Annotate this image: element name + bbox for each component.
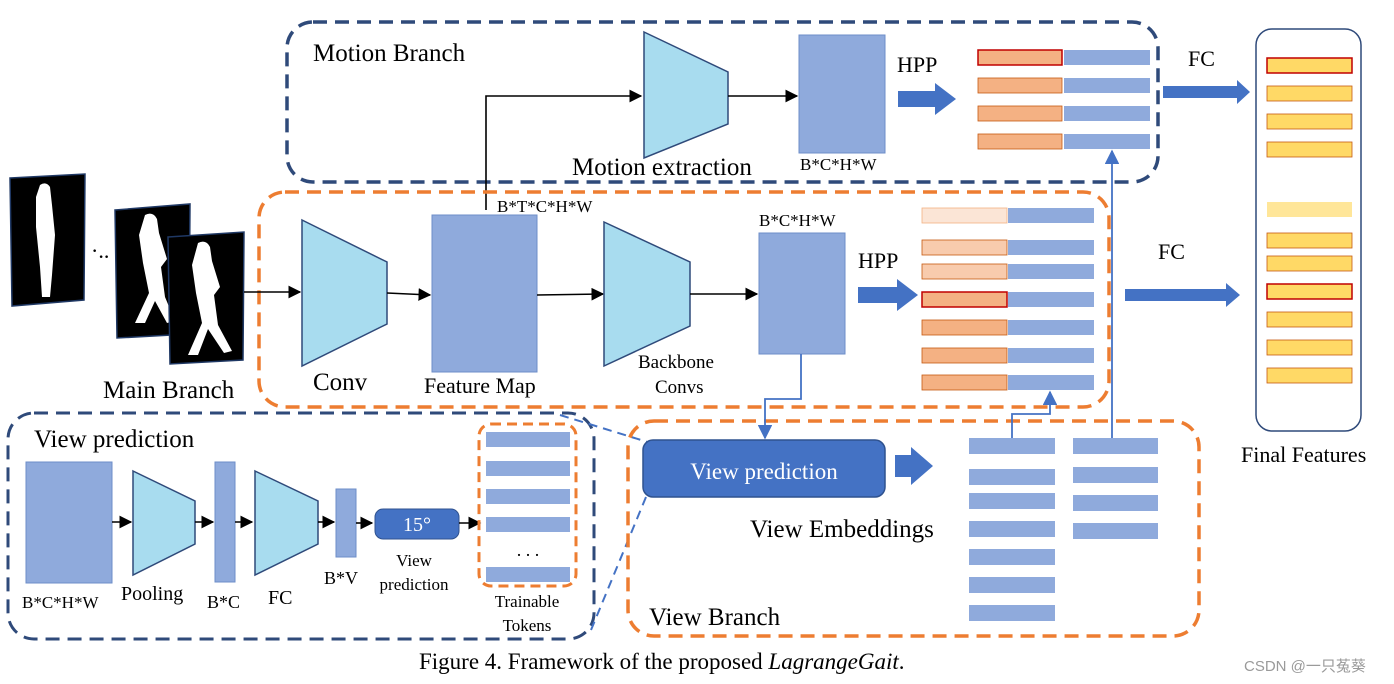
motion-extraction-label: Motion extraction [572,154,752,181]
feature-map-label: Feature Map [424,373,536,398]
view-prediction-button [642,439,886,498]
caption-italic: LagrangeGait [767,649,899,674]
main-hpp-label: HPP [858,248,898,273]
feature-to-motion-arrow [485,89,643,210]
motion-fc-arrow [1163,80,1250,104]
silhouette-ellipsis: ·.. [91,238,109,263]
motion-dim-label: B*C*H*W [800,155,877,174]
bc-label: B*C [207,592,240,612]
main-fc-arrow [1125,283,1240,307]
view-prediction-panel-title: View prediction [34,426,195,453]
embed-to-main-stripes-connector [1011,390,1058,438]
feature-map-block [431,214,538,373]
silhouette-frames: ·.. [9,173,245,365]
bc-block [214,461,236,583]
vp-fc-label: FC [268,587,292,609]
bv-block [335,488,357,558]
main-branch-title: Main Branch [103,377,235,404]
vp-output-label-1: View [396,551,433,570]
motion-hpp-stripes [977,49,1150,150]
final-features-stripes [1266,57,1353,384]
feature-to-backbone-arrow [536,287,605,301]
view-branch-box [626,419,1201,638]
main-hpp-arrow [858,279,918,311]
conv-to-feature-arrow [386,288,432,301]
pooling-trapezoid [132,469,196,577]
view-prediction-button-label: View prediction [690,459,838,484]
caption-suffix: . [899,649,905,674]
view-embeddings-stripes [969,438,1158,621]
zoom-connector-top [559,414,655,445]
trainable-tokens-box [477,422,578,588]
angle-pill [374,508,460,540]
tokens-label-1: Trainable [495,592,560,611]
feature-map-dim: B*T*C*H*W [497,197,593,216]
final-features-box [1255,28,1362,432]
vp-output-label-2: prediction [380,575,449,594]
conv-trapezoid [301,218,388,368]
main-feature-block [758,232,846,355]
view-branch-title: View Branch [649,604,781,631]
figure-caption: Figure 4. Framework of the proposed Lagr… [419,649,905,674]
backbone-label-2: Convs [655,377,704,398]
final-features-label: Final Features [1241,442,1366,467]
main-dim-label: B*C*H*W [759,211,836,230]
backbone-trapezoid [603,220,691,368]
main-branch-box [257,190,1111,409]
pooling-label: Pooling [121,583,183,605]
vp-input-dim: B*C*H*W [22,593,99,612]
backbone-label-1: Backbone [638,352,714,373]
main-fc-label: FC [1158,239,1185,264]
motion-hpp-label: HPP [897,52,937,77]
zoom-connector-bottom [590,496,647,631]
conv-label: Conv [313,369,368,396]
main-hpp-stripes [921,207,1094,391]
vp-fc-trapezoid [254,469,319,577]
view-embeddings-label: View Embeddings [750,516,934,543]
vp-input-block [25,461,113,584]
motion-hpp-arrow [898,83,956,115]
view-embed-arrow [895,447,933,485]
motion-branch-title: Motion Branch [313,40,466,67]
view-prediction-panel-box [6,411,596,641]
motion-fc-label: FC [1188,46,1215,71]
motion-feature-block [798,34,886,154]
watermark: CSDN @一只菟葵 [1244,658,1366,675]
motion-extraction-trapezoid [643,30,729,160]
trainable-tokens-stripes [486,432,570,582]
motion-branch-box [285,20,1160,184]
caption-prefix: Figure 4. Framework of the proposed [419,649,768,674]
bv-label: B*V [324,568,358,588]
tokens-ellipsis: . . . [517,540,540,560]
main-block-to-view-pred-connector [757,354,802,440]
angle-value: 15° [403,514,431,536]
tokens-label-2: Tokens [503,616,552,635]
